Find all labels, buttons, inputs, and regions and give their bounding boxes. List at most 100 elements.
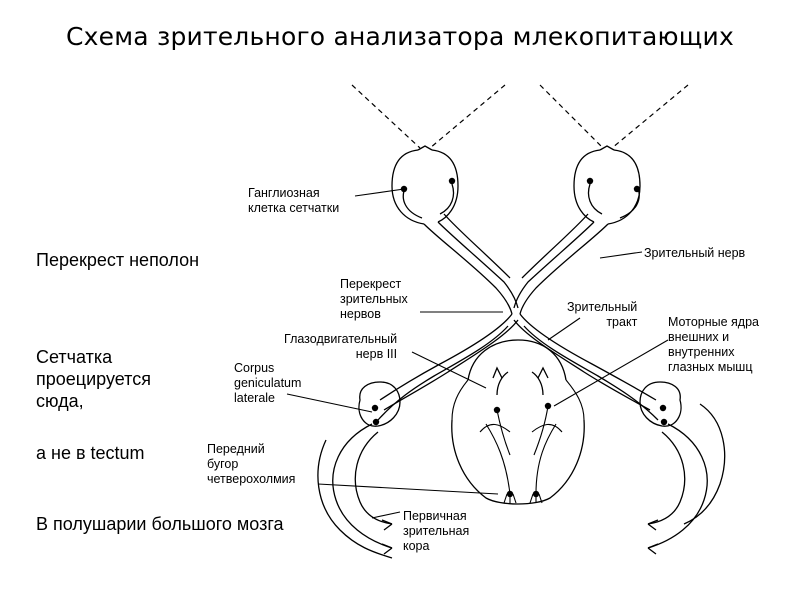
right-radiation-terminal-1 xyxy=(647,543,659,555)
label-lgn-line-3: laterale xyxy=(234,391,275,405)
right-eye-outline-right xyxy=(607,149,641,225)
slide-title: Схема зрительного анализатора млекопитаю… xyxy=(66,22,734,51)
leader-visual-cortex xyxy=(371,511,401,519)
midbrain-fiber-left-1 xyxy=(496,409,511,456)
right-optic-nerve-outer xyxy=(519,223,609,315)
right-radiation-wide xyxy=(683,403,726,525)
leader-lines xyxy=(286,188,669,519)
left-optic-tract-2 xyxy=(383,319,519,411)
label-lgn-line-1: Corpus xyxy=(234,361,275,375)
right-optic-tract-1 xyxy=(519,313,657,401)
visual-field-line-right-b xyxy=(611,84,689,149)
left-eye-lens xyxy=(417,145,433,151)
label-motor-nuclei: Моторные ядра внешних и внутренних глазн… xyxy=(668,315,759,375)
note-retina-line-1: Сетчатка xyxy=(36,347,113,367)
label-lgn-line-2: geniculatum xyxy=(234,376,302,390)
ganglion-cell-left-nasal xyxy=(448,177,456,185)
leader-superior-colliculus xyxy=(317,483,499,495)
optic-nerves xyxy=(423,213,609,315)
visual-field-line-right-a xyxy=(539,84,604,149)
ganglion-cell-right-nasal xyxy=(586,177,594,185)
note-tectum: а не в tectum xyxy=(36,443,145,463)
right-radiation-outer xyxy=(647,423,708,549)
label-motor-nuclei-line-1: Моторные ядра xyxy=(668,315,759,329)
leader-motor-nuclei xyxy=(553,339,669,407)
label-oculomotor-nerve: Глазодвигательный нерв III xyxy=(284,332,397,362)
left-eye-retina-left xyxy=(402,187,423,219)
label-visual-cortex: Первичная зрительная кора xyxy=(403,509,469,554)
leader-lgn xyxy=(286,393,373,413)
ganglion-cell-right-temporal xyxy=(633,185,641,193)
left-radiation-terminal-1 xyxy=(381,543,393,555)
left-optic-nerve-outer xyxy=(423,223,513,315)
right-lgn xyxy=(639,381,682,427)
right-lgn-neuron-2 xyxy=(660,418,668,426)
right-radiation-terminal-2 xyxy=(647,519,659,531)
left-radiation-terminal-2 xyxy=(381,519,393,531)
label-ganglion-cell-line-2: клетка сетчатки xyxy=(248,201,340,215)
optic-tracts xyxy=(377,313,659,421)
note-hemispheres: В полушарии большого мозга xyxy=(36,514,284,534)
leader-oculomotor-nerve xyxy=(411,351,487,389)
label-lgn: Corpus geniculatum laterale xyxy=(234,361,301,406)
oculomotor-arrow-left xyxy=(496,371,509,396)
right-optic-tract-2 xyxy=(513,319,651,411)
midbrain-right-edge xyxy=(565,379,585,421)
label-superior-colliculus-line-3: четверохолмия xyxy=(207,472,296,486)
right-eye-lens xyxy=(599,145,615,151)
leader-ganglion-cell xyxy=(354,188,405,197)
left-lgn-neuron-1 xyxy=(371,404,379,412)
oculomotor-arrow-right xyxy=(531,371,544,396)
left-radiation-inner xyxy=(354,431,393,525)
collicular-outputs-right xyxy=(529,493,543,504)
visual-field-lines xyxy=(351,84,689,149)
right-lgn-outline xyxy=(639,381,682,427)
leader-optic-nerve xyxy=(599,251,643,259)
label-chiasm-line-3: нервов xyxy=(340,307,381,321)
optic-radiations xyxy=(317,403,726,559)
right-eye-outline-left xyxy=(573,149,601,223)
midbrain-fiber-left-2 xyxy=(485,423,511,495)
midbrain-body-outline xyxy=(451,419,585,505)
midbrain-fiber-right-3 xyxy=(531,423,563,433)
midbrain-left-edge xyxy=(451,379,469,421)
midbrain-top-outline xyxy=(467,339,567,381)
label-visual-cortex-line-3: кора xyxy=(403,539,430,553)
label-visual-cortex-line-2: зрительная xyxy=(403,524,470,538)
right-optic-nerve-inner-2 xyxy=(521,213,589,279)
label-motor-nuclei-line-4: глазных мышц xyxy=(668,360,753,374)
label-optic-tract-line-2: тракт xyxy=(606,315,638,329)
right-lgn-neuron-1 xyxy=(659,404,667,412)
label-chiasm-line-2: зрительных xyxy=(340,292,408,306)
midbrain xyxy=(451,339,585,505)
visual-field-line-left-a xyxy=(351,84,421,149)
oculomotor-arrowhead-left xyxy=(492,366,503,379)
label-optic-tract: Зрительный тракт xyxy=(567,300,637,330)
visual-field-line-left-b xyxy=(429,84,506,149)
label-ganglion-cell: Ганглиозная клетка сетчатки xyxy=(248,186,339,216)
note-retina-projection: Сетчатка проецируется сюда, xyxy=(36,346,151,412)
left-eye-outline-left xyxy=(391,149,425,225)
label-motor-nuclei-line-3: внутренних xyxy=(668,345,735,359)
label-visual-cortex-line-1: Первичная xyxy=(403,509,467,523)
midbrain-fiber-right-2 xyxy=(535,423,557,495)
label-motor-nuclei-line-2: внешних и xyxy=(668,330,730,344)
label-oculomotor-line-2: нерв III xyxy=(355,347,398,361)
note-retina-line-3: сюда, xyxy=(36,391,84,411)
right-optic-nerve-inner xyxy=(513,221,595,309)
collicular-outputs-left xyxy=(503,493,517,504)
left-optic-nerve-inner xyxy=(437,221,519,309)
label-ganglion-cell-line-1: Ганглиозная xyxy=(248,186,320,200)
right-eye xyxy=(573,145,641,225)
label-optic-nerve: Зрительный нерв xyxy=(644,246,746,260)
label-superior-colliculus: Передний бугор четверохолмия xyxy=(207,442,295,487)
left-eye xyxy=(391,145,459,225)
left-optic-nerve-inner-2 xyxy=(443,213,511,279)
label-optic-tract-line-1: Зрительный xyxy=(567,300,638,314)
left-lgn-neuron-2 xyxy=(372,418,380,426)
label-chiasm: Перекрест зрительных нервов xyxy=(340,277,408,322)
label-oculomotor-line-1: Глазодвигательный xyxy=(284,332,398,346)
left-lgn xyxy=(358,381,401,427)
